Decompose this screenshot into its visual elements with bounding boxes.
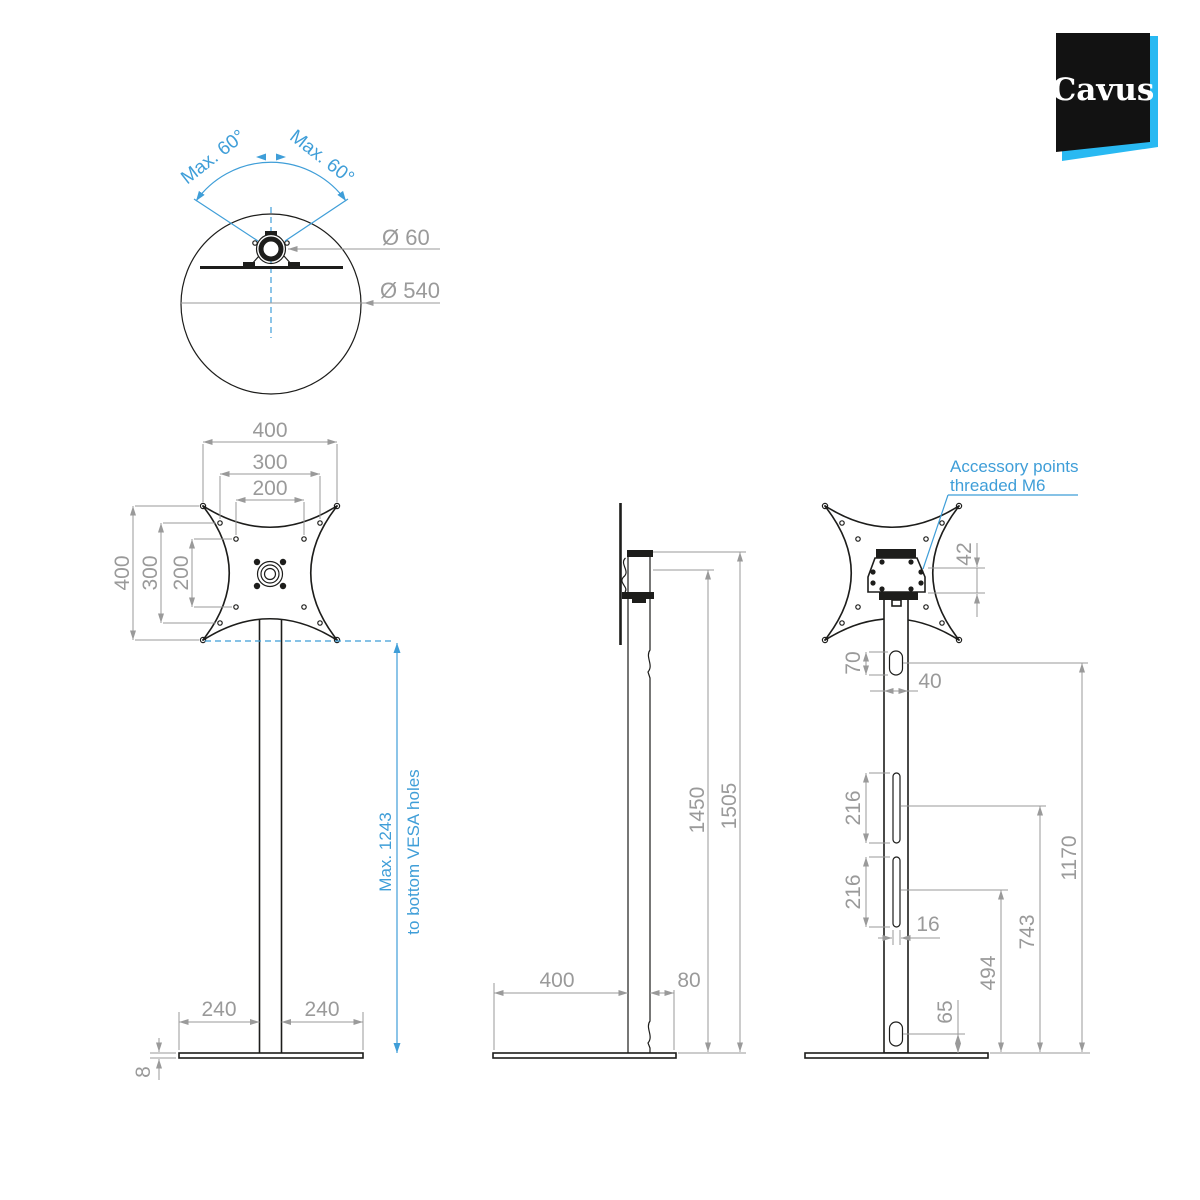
dim-743-label: 743 <box>1016 914 1039 949</box>
bracket-top-bar <box>627 550 653 557</box>
note-accessory-line2: threaded M6 <box>950 476 1045 495</box>
accessory-bolts <box>870 559 924 592</box>
dim-240r-label: 240 <box>304 998 339 1021</box>
dim-1450-label: 1450 <box>686 787 709 834</box>
dim-h300-label: 300 <box>139 555 162 590</box>
angle-zero-arrow-right <box>276 153 286 161</box>
dim-80-label: 80 <box>677 969 700 992</box>
base-plate-circle <box>180 213 362 395</box>
angle-arc <box>195 161 347 202</box>
dim-216u-label: 216 <box>842 790 865 825</box>
dim-w200-label: 200 <box>252 477 287 500</box>
hub-foot-right <box>288 262 300 266</box>
dim-65-label: 65 <box>934 1000 957 1023</box>
cable-hole-top <box>888 650 904 676</box>
hub-inner <box>263 567 277 581</box>
dim-42-label: 42 <box>953 542 976 565</box>
bracket-wavy-edge <box>621 557 627 593</box>
bracket-lock <box>891 599 902 607</box>
note-leader <box>922 494 949 570</box>
top-view: Max. 60° Max. 60° Ø 60 Ø 540 <box>177 126 440 395</box>
hub-bolts <box>253 558 287 590</box>
brand-logo: Cavus <box>1052 33 1158 161</box>
dim-w300-label: 300 <box>252 451 287 474</box>
adjust-slot-upper <box>892 772 901 844</box>
dim-70-label: 70 <box>842 651 865 674</box>
dim-1170-label: 1170 <box>1058 835 1081 880</box>
dim-1243-label: Max. 1243 <box>376 812 395 891</box>
adjust-slot-lower <box>892 856 901 928</box>
plate-edge-line <box>200 266 343 269</box>
hub-bolt-left <box>252 240 258 246</box>
vesa-holes <box>821 502 963 644</box>
hub-mid <box>260 564 280 584</box>
dim-h200-label: 200 <box>170 555 193 590</box>
dim-40-label: 40 <box>918 670 941 693</box>
hub-foot-left <box>243 262 255 266</box>
angle-label-right: Max. 60° <box>286 126 358 189</box>
bracket-clip <box>632 599 646 603</box>
hub-top-tab <box>265 231 277 235</box>
hub-ring <box>258 236 284 262</box>
front-view: 400 300 200 400 300 200 240 240 8 <box>111 419 423 1080</box>
hub-outer-ring <box>255 233 287 265</box>
vesa-holes <box>199 502 341 644</box>
angle-leg-left <box>193 198 259 242</box>
cable-hole-bottom <box>888 1021 904 1047</box>
hub-outer <box>256 560 284 588</box>
bracket-bottom-bar <box>879 592 918 600</box>
dim-w400-label: 400 <box>252 419 287 442</box>
dia540-label: Ø 540 <box>380 278 440 303</box>
logo-wordmark: Cavus <box>1052 72 1155 108</box>
rear-view: Accessory points threaded M6 42 70 40 21… <box>804 457 1090 1059</box>
side-view: 1450 1505 400 80 <box>492 503 746 1059</box>
angle-leg-right <box>284 198 349 242</box>
dim-494-label: 494 <box>977 955 1000 990</box>
dia60-label: Ø 60 <box>382 225 430 250</box>
base-plate <box>178 1052 364 1059</box>
pole-right-edge <box>647 557 651 1053</box>
dim-240l-label: 240 <box>201 998 236 1021</box>
bracket-top-bar <box>876 549 916 558</box>
angle-zero-arrow-left <box>256 153 266 161</box>
pole <box>258 599 283 1055</box>
mount-bracket <box>867 557 926 593</box>
dim-1243-sublabel: to bottom VESA holes <box>404 769 423 934</box>
dim-h400-label: 400 <box>111 555 134 590</box>
note-accessory-line1: Accessory points <box>950 457 1079 476</box>
hub-bolt-right <box>284 240 290 246</box>
logo-black-panel <box>1056 33 1150 152</box>
base-plate <box>804 1052 989 1059</box>
angle-label-left: Max. 60° <box>177 126 249 189</box>
bracket-bottom-bar <box>622 592 654 599</box>
dim-400-label: 400 <box>539 969 574 992</box>
dim-8-label: 8 <box>132 1066 155 1078</box>
dim-1505-label: 1505 <box>718 783 741 830</box>
dim-216l-label: 216 <box>842 874 865 909</box>
pole <box>883 598 909 1054</box>
base-plate <box>492 1052 677 1059</box>
dim-16-label: 16 <box>916 913 939 936</box>
